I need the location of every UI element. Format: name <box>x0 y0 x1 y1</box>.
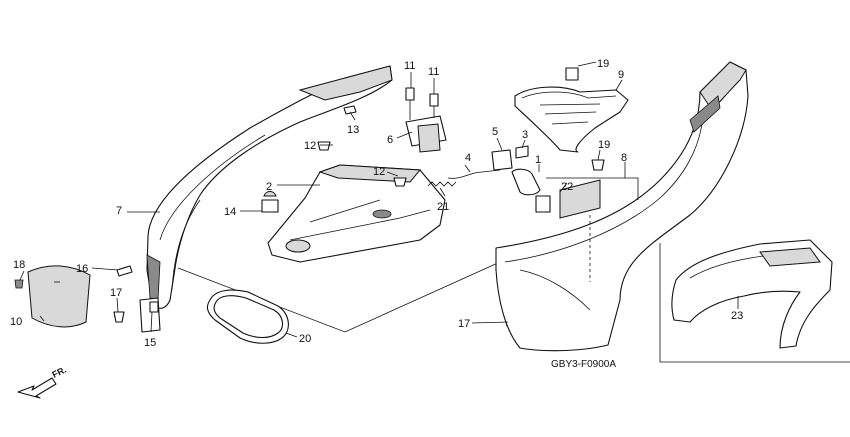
front-direction-label: FR. <box>50 364 67 379</box>
diagram-code: GBY3-F0900A <box>551 359 616 370</box>
callout-19b: 19 <box>598 139 610 151</box>
callout-15: 15 <box>144 337 156 349</box>
callout-6: 6 <box>387 134 393 146</box>
callout-11a: 11 <box>404 60 415 72</box>
gasket-ring <box>206 289 289 344</box>
callout-3: 3 <box>522 129 528 141</box>
inset-frame <box>659 243 850 363</box>
front-arrow: FR. <box>17 364 68 399</box>
rear-carrier <box>514 67 629 171</box>
callout-20: 20 <box>299 333 311 345</box>
callout-4: 4 <box>465 152 471 164</box>
seat-lock <box>491 145 551 213</box>
callout-18: 18 <box>13 259 25 271</box>
callout-7: 7 <box>116 205 122 217</box>
seat-cable <box>447 169 501 179</box>
callout-19a: 19 <box>597 58 609 70</box>
plate-bracket <box>27 265 91 328</box>
callout-1: 1 <box>535 154 541 166</box>
leader-lines <box>19 61 739 338</box>
callout-12b: 12 <box>373 166 385 178</box>
luggage-tray <box>267 164 446 263</box>
callout-23: 23 <box>731 310 743 322</box>
callout-17b: 17 <box>458 318 470 330</box>
callout-21: 21 <box>437 201 449 213</box>
callout-16: 16 <box>76 263 88 275</box>
seat-hinge <box>405 87 447 153</box>
left-body-cover <box>139 65 393 333</box>
callout-2: 2 <box>266 181 272 193</box>
callout-14: 14 <box>224 206 236 218</box>
assembly-line <box>177 261 501 333</box>
cap-nut <box>261 191 279 213</box>
callout-8: 8 <box>621 152 627 164</box>
callouts: 1 2 3 4 5 6 7 8 9 10 11 11 12 12 13 14 1… <box>10 58 743 349</box>
callout-10: 10 <box>10 316 22 328</box>
hinge-spring <box>427 181 457 187</box>
callout-17a: 17 <box>110 287 122 299</box>
callout-12a: 12 <box>304 140 316 152</box>
right-body-cover <box>495 61 749 352</box>
callout-5: 5 <box>492 126 498 138</box>
callout-22: 22 <box>561 181 573 193</box>
fasteners <box>14 105 517 327</box>
callout-11b: 11 <box>428 66 439 78</box>
callout-13: 13 <box>347 124 359 136</box>
callout-9: 9 <box>618 69 624 81</box>
grab-rail-inset <box>671 239 833 349</box>
